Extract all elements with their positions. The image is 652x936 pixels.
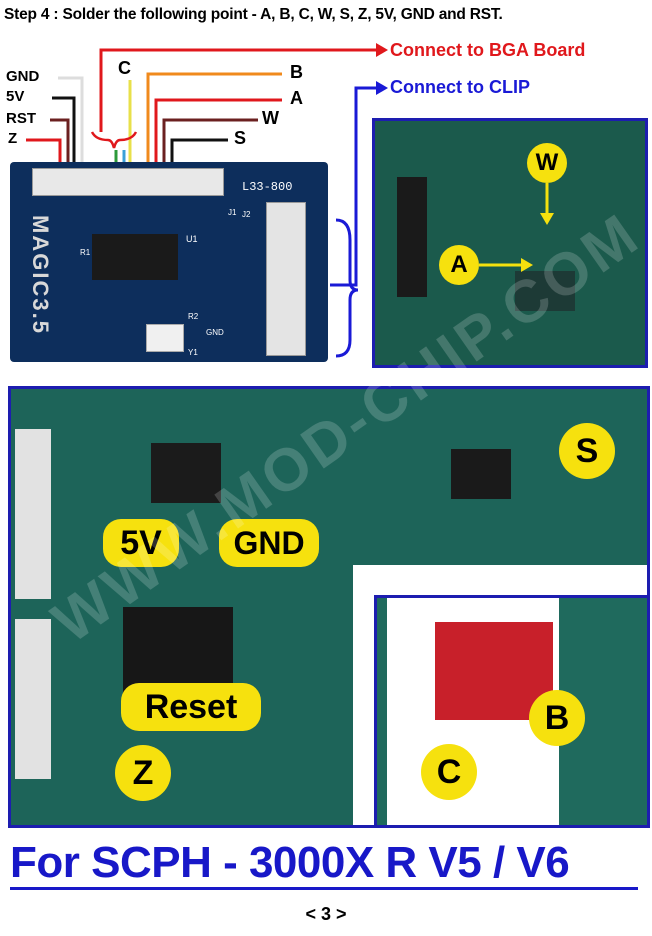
marker-a: A xyxy=(439,245,479,285)
connect-bga-label: Connect to BGA Board xyxy=(390,40,586,60)
board-r1: R1 xyxy=(80,248,91,257)
crystal-y1 xyxy=(146,324,184,352)
marker-s: S xyxy=(559,423,615,479)
step-instruction: Step 4 : Solder the following point - A,… xyxy=(4,6,503,23)
board-j1: J1 xyxy=(228,208,237,217)
pin-label-w: W xyxy=(262,108,279,128)
board-r2: R2 xyxy=(188,312,199,321)
page-number: < 3 > xyxy=(305,904,347,924)
board-j2: J2 xyxy=(242,210,251,219)
ic-chip xyxy=(397,177,427,297)
j1-connector xyxy=(32,168,224,196)
marker-b: B xyxy=(529,690,585,746)
pin-label-rst: RST xyxy=(6,110,36,127)
clip-wire xyxy=(330,86,376,287)
modchip-board: L33-800 J1 J2 MAGIC3.5 U1 R1 R2 Y1 GND xyxy=(10,162,328,362)
marker-arrows xyxy=(479,183,554,272)
pin-label-c: C xyxy=(118,58,131,78)
bga-arrow xyxy=(376,43,388,57)
marker-c: C xyxy=(421,744,477,800)
clip-arrow xyxy=(376,81,388,95)
marker-reset: Reset xyxy=(121,683,261,731)
ic-chip xyxy=(515,271,575,311)
clip-brace xyxy=(335,218,359,358)
j2-connector xyxy=(266,202,306,356)
connect-clip-label: Connect to CLIP xyxy=(390,77,530,97)
pin-label-s: S xyxy=(234,128,247,148)
marker-5v: 5V xyxy=(103,519,179,567)
ic-chip xyxy=(451,449,511,499)
marker-w: W xyxy=(527,143,567,183)
chip-u1 xyxy=(92,234,178,280)
pin-label-z: Z xyxy=(8,130,18,147)
pin-label-b: B xyxy=(290,62,303,82)
board-model: L33-800 xyxy=(242,180,293,194)
pin-label-a: A xyxy=(290,88,303,108)
clip-photo-panel: W A xyxy=(372,118,648,368)
flex-connector xyxy=(15,619,51,779)
ic-chip xyxy=(151,443,221,503)
board-gnd: GND xyxy=(206,328,224,337)
marker-z: Z xyxy=(115,745,171,801)
page-title: For SCPH - 3000X R V5 / V6 xyxy=(10,838,570,887)
pin-label-gnd: GND xyxy=(6,68,40,85)
inset-clip-panel: B C xyxy=(374,595,650,828)
board-u1: U1 xyxy=(186,234,198,244)
pin-label-5v: 5V xyxy=(6,88,25,105)
flex-connector xyxy=(15,429,51,599)
board-brand: MAGIC3.5 xyxy=(27,215,53,335)
board-y1: Y1 xyxy=(188,348,198,357)
bga-wire xyxy=(99,48,376,132)
marker-gnd: GND xyxy=(219,519,319,567)
title-underline xyxy=(10,887,638,890)
